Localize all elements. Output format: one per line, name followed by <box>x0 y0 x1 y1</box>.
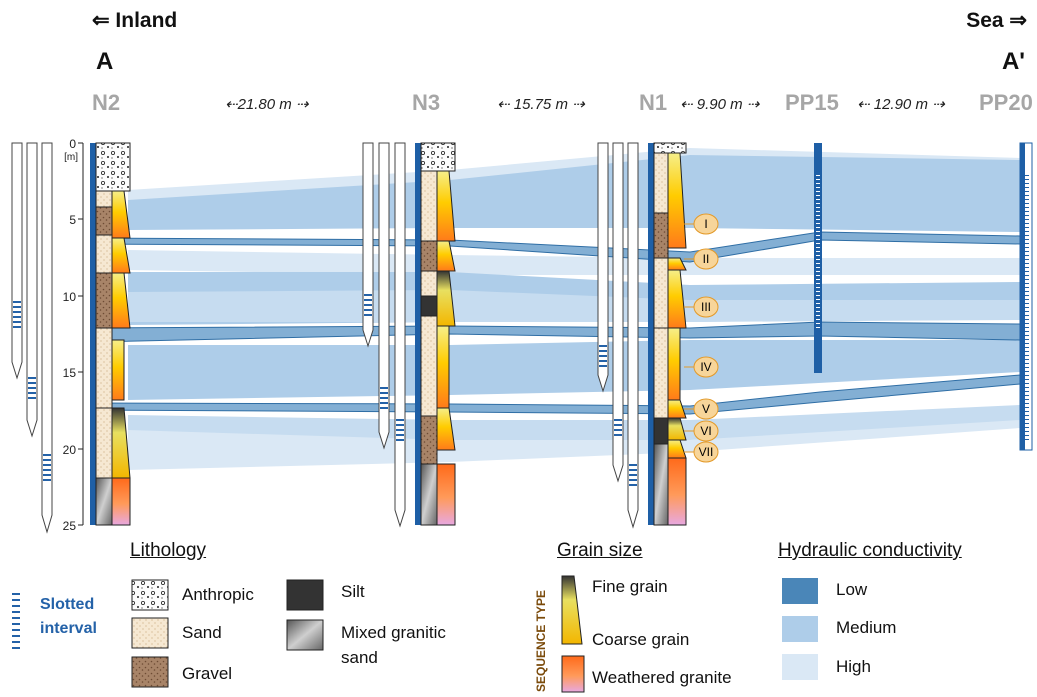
grain-size-title: Grain size <box>557 540 643 561</box>
distance-n3-n1: ⇠ 15.75 m ⇢ <box>497 96 585 113</box>
sequence-label-7: VII <box>699 445 714 459</box>
well-pp20 <box>1019 142 1033 451</box>
piezometers-n2 <box>11 142 53 534</box>
sea-label: Sea ⇒ <box>966 9 1027 32</box>
legend-sand-swatch <box>131 617 169 649</box>
legend-low-label: Low <box>836 580 868 599</box>
legend-anthropic-label: Anthropic <box>182 585 254 604</box>
depth-tick-20: 20 <box>63 443 77 457</box>
legend-sand-label: Sand <box>182 623 222 642</box>
legend-coarse-grain-label: Coarse grain <box>592 630 690 649</box>
sequence-label-4: IV <box>700 360 711 374</box>
sequence-label-5: V <box>702 402 710 416</box>
legend-silt-label: Silt <box>341 582 365 601</box>
well-column-n3 <box>415 142 456 526</box>
section-end-label: A' <box>1001 48 1025 75</box>
lithology-title: Lithology <box>130 540 207 561</box>
legend-anthropic-swatch <box>131 579 169 611</box>
legend-high-label: High <box>836 657 871 676</box>
hydraulic-title: Hydraulic conductivity <box>778 540 962 561</box>
well-label-n1: N1 <box>639 90 668 115</box>
legend-slotted-swatch <box>12 593 20 649</box>
sequence-label-1: I <box>704 217 707 231</box>
legend-medium-label: Medium <box>836 618 897 637</box>
high-band <box>128 250 1020 275</box>
sequence-label-6: VI <box>700 424 711 438</box>
depth-tick-5: 5 <box>69 213 76 227</box>
well-label-pp20: PP20 <box>979 90 1033 115</box>
hydraulic-bands <box>128 148 1020 470</box>
medium-band <box>128 155 1020 232</box>
sequence-type-label: SEQUENCE TYPE <box>534 589 548 692</box>
legend-low-swatch <box>782 578 818 604</box>
legend-weathered-label: Weathered granite <box>592 668 732 687</box>
legend-gravel-label: Gravel <box>182 664 233 683</box>
high-band <box>128 420 1020 470</box>
distance-n2-n3: ⇠21.80 m ⇢ <box>225 96 309 113</box>
piezometers-n1 <box>597 142 639 529</box>
legend-medium-swatch <box>782 616 818 642</box>
sequence-label-3: III <box>701 300 711 314</box>
well-label-n2: N2 <box>92 90 121 115</box>
legend-fine-grain-label: Fine grain <box>592 577 668 596</box>
well-pp15 <box>814 143 822 373</box>
depth-tick-10: 10 <box>63 290 77 304</box>
sequence-markers: I II III IV V VI VII <box>684 213 719 463</box>
sequence-label-2: II <box>703 252 710 266</box>
legend-mixed-swatch <box>286 619 324 651</box>
legend-high-swatch <box>782 654 818 680</box>
inland-label: ⇐ Inland <box>92 9 178 32</box>
depth-unit: [m] <box>64 152 78 163</box>
legend-gravel-swatch <box>131 656 169 688</box>
depth-tick-0: 0 <box>69 137 76 151</box>
distance-pp15-pp20: ⇠ 12.90 m ⇢ <box>857 96 945 113</box>
legend-mixed-label-1: Mixed granitic <box>341 623 446 642</box>
distance-n1-pp15: ⇠ 9.90 m ⇢ <box>680 96 760 113</box>
well-column-n1 <box>648 142 687 526</box>
well-column-n2 <box>90 142 131 526</box>
depth-axis <box>78 142 84 526</box>
slotted-intervals <box>13 294 637 486</box>
legend-mixed-label-2: sand <box>341 648 378 667</box>
legend-grain-swatch <box>561 575 583 645</box>
legend-weathered-swatch <box>561 655 585 693</box>
well-label-pp15: PP15 <box>785 90 839 115</box>
high-band <box>128 290 1020 322</box>
well-label-n3: N3 <box>412 90 441 115</box>
piezometers-n3 <box>362 142 406 528</box>
legend-slotted-line2: interval <box>40 620 97 637</box>
legend-slotted-line1: Slotted <box>40 596 95 613</box>
depth-tick-25: 25 <box>63 519 77 533</box>
medium-band <box>128 340 1020 400</box>
legend-silt-swatch <box>286 579 324 611</box>
section-start-label: A <box>96 48 114 75</box>
depth-tick-15: 15 <box>63 366 77 380</box>
